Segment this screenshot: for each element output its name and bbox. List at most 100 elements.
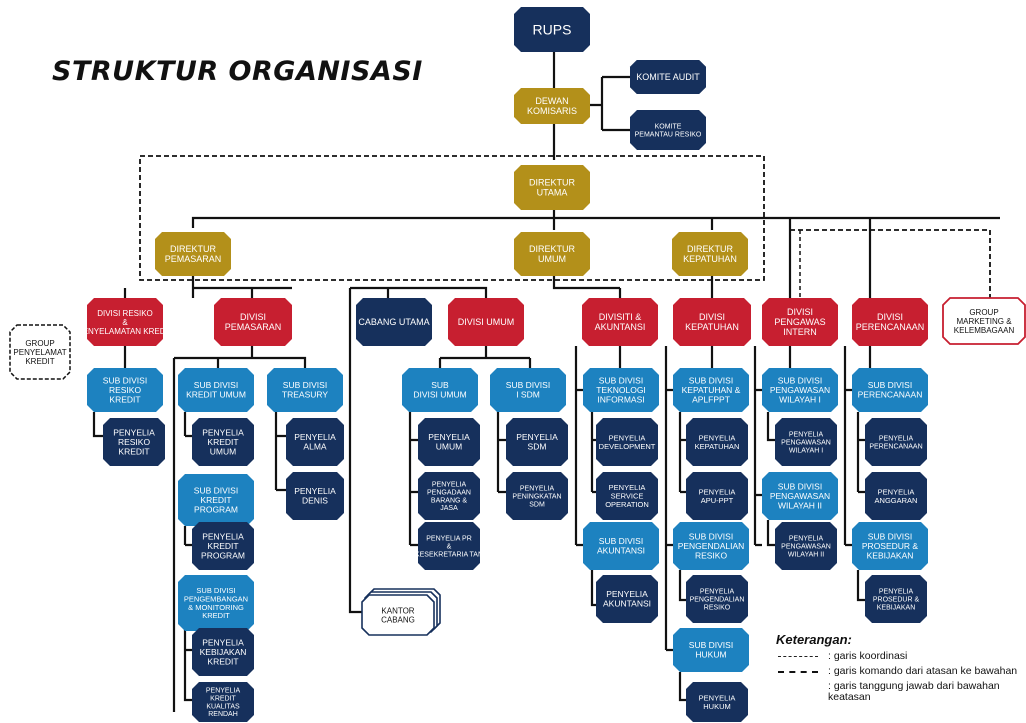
node-komite-audit: KOMITE AUDIT (630, 60, 706, 94)
node-label: KOMITE AUDIT (636, 72, 700, 82)
node-cabang-utama: CABANG UTAMA (356, 298, 432, 346)
node-box (596, 472, 658, 520)
node-rups: RUPS (514, 7, 590, 52)
node-box (418, 472, 480, 520)
node-box (852, 522, 928, 570)
node-box (286, 472, 344, 520)
node-box (686, 418, 748, 466)
node-box (865, 472, 927, 520)
node-box (418, 418, 480, 466)
node-box (852, 298, 928, 346)
legend-label: : garis koordinasi (828, 650, 908, 662)
node-box (514, 232, 590, 276)
node-box (672, 232, 748, 276)
node-box (865, 418, 927, 466)
node-box (9, 324, 71, 380)
node-label: PENYELIA PR&KESEKRETARIA TAN (415, 536, 483, 559)
node-label: RUPS (533, 21, 572, 37)
node-box (103, 418, 165, 466)
node-box (361, 594, 435, 636)
node-box (192, 418, 254, 466)
solid-line-icon (778, 686, 818, 688)
node-box (686, 472, 748, 520)
dashed-line-icon (778, 656, 818, 657)
node-box (514, 165, 590, 210)
node-label: DIVISI UMUM (458, 317, 515, 327)
legend-label: : garis komando dari atasan ke bawahan (828, 665, 1018, 677)
node-box (686, 575, 748, 623)
node-box (673, 628, 749, 672)
node-box (506, 472, 568, 520)
node-box (87, 298, 163, 346)
node-box (192, 682, 254, 722)
node-box (178, 474, 254, 526)
node-box (942, 297, 1026, 345)
node-box (178, 368, 254, 412)
node-box (630, 110, 706, 150)
node-box (582, 298, 658, 346)
node-box (762, 472, 838, 520)
node-label: DIVISITI &AKUNTANSI (595, 312, 646, 332)
node-box (596, 575, 658, 623)
node-box (514, 88, 590, 124)
